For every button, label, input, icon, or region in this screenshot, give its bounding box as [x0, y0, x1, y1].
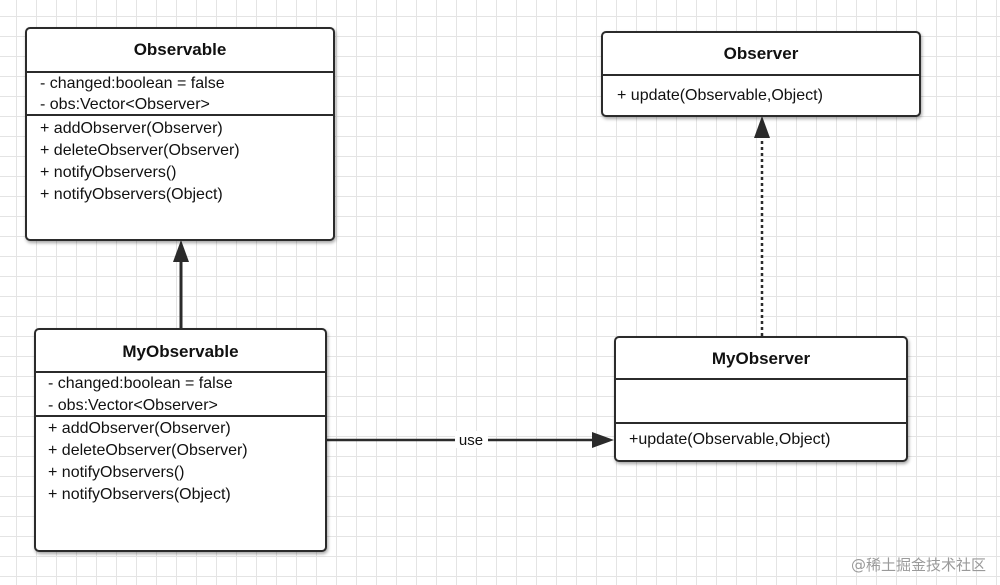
class-name: MyObserver	[616, 338, 906, 380]
method: + addObserver(Observer)	[40, 120, 223, 137]
use-arrowhead	[592, 432, 614, 448]
class-name: Observable	[27, 29, 333, 73]
methods-section: + update(Observable,Object)	[603, 76, 919, 107]
attribute: - changed:boolean = false	[48, 375, 233, 392]
attributes-section: - changed:boolean = false - obs:Vector<O…	[27, 73, 333, 116]
attributes-section	[616, 380, 906, 424]
attribute: - obs:Vector<Observer>	[48, 397, 218, 414]
attribute: - changed:boolean = false	[40, 75, 225, 92]
use-label-bg	[455, 431, 488, 448]
method: + notifyObservers(Object)	[48, 486, 231, 503]
use-label: use	[459, 432, 483, 449]
methods-section: + addObserver(Observer) + deleteObserver…	[27, 116, 333, 206]
class-name: Observer	[603, 33, 919, 76]
method: + update(Observable,Object)	[617, 87, 823, 104]
method: + deleteObserver(Observer)	[48, 442, 248, 459]
watermark: @稀土掘金技术社区	[850, 556, 986, 574]
method: + addObserver(Observer)	[48, 420, 231, 437]
attribute: - obs:Vector<Observer>	[40, 96, 210, 113]
method: + deleteObserver(Observer)	[40, 142, 240, 159]
class-my-observable[interactable]: MyObservable - changed:boolean = false -…	[34, 328, 327, 552]
methods-section: +update(Observable,Object)	[616, 424, 906, 454]
method: + notifyObservers()	[48, 464, 185, 481]
method: + notifyObservers()	[40, 164, 177, 181]
class-observable[interactable]: Observable - changed:boolean = false - o…	[25, 27, 335, 241]
class-name: MyObservable	[36, 330, 325, 373]
class-observer[interactable]: Observer + update(Observable,Object)	[601, 31, 921, 117]
method: + notifyObservers(Object)	[40, 186, 223, 203]
class-my-observer[interactable]: MyObserver +update(Observable,Object)	[614, 336, 908, 462]
realization-arrowhead	[754, 116, 770, 138]
methods-section: + addObserver(Observer) + deleteObserver…	[36, 417, 325, 506]
attributes-section: - changed:boolean = false - obs:Vector<O…	[36, 373, 325, 417]
method: +update(Observable,Object)	[629, 431, 831, 448]
generalization-arrowhead	[173, 240, 189, 262]
